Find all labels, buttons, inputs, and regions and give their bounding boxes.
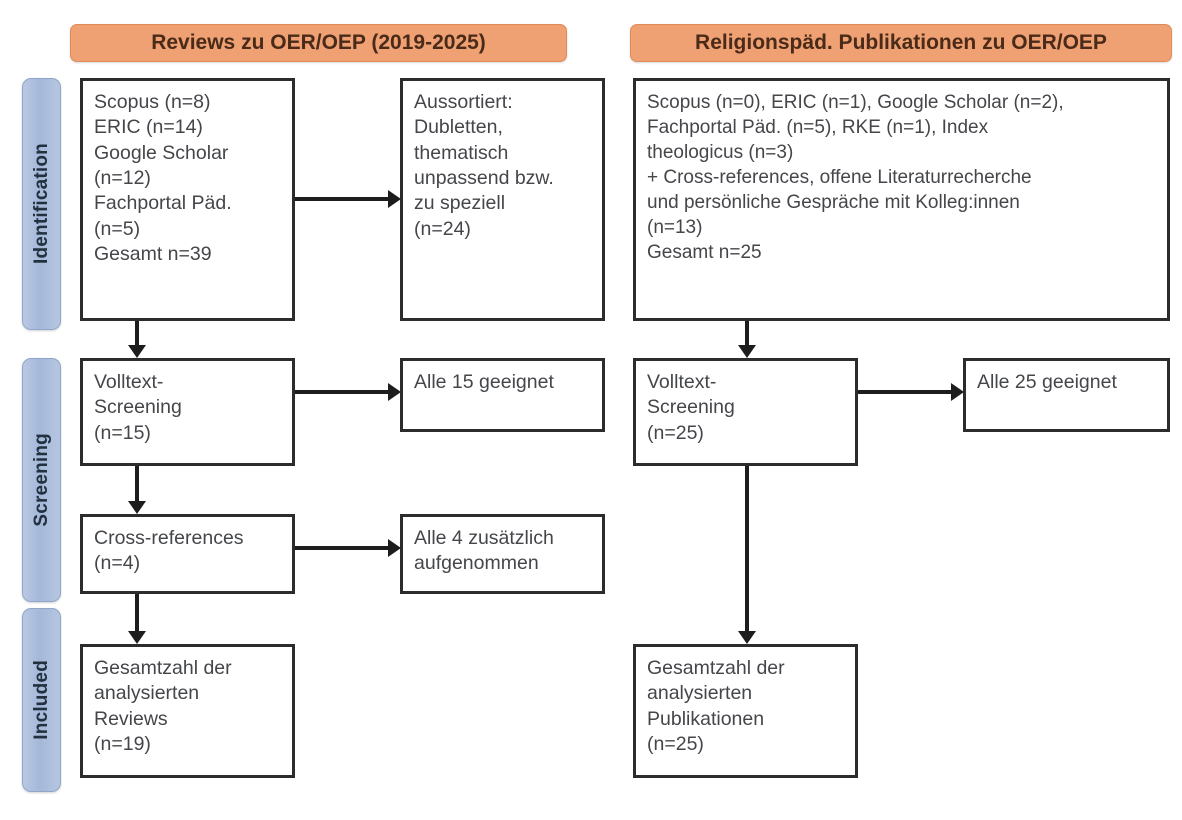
box-left-excluded: Aussortiert: Dubletten, thematisch unpas… <box>400 78 605 321</box>
column-header-religionspaed: Religionspäd. Publikationen zu OER/OEP <box>630 24 1172 62</box>
connector-right-sources-to-screening <box>745 321 749 350</box>
phase-bar-identification: Identification <box>22 78 61 330</box>
connector-left-crossrefs-to-result <box>295 546 388 550</box>
connector-right-screening-to-included <box>745 466 749 636</box>
box-left-fulltext-result: Alle 15 geeignet <box>400 358 605 432</box>
arrowhead-right-screening-to-result <box>951 383 964 401</box>
box-left-fulltext-screening-text: Volltext- Screening (n=15) <box>94 371 182 444</box>
connector-left-crossrefs-to-included <box>135 594 139 636</box>
connector-left-screening-to-result <box>295 390 388 394</box>
phase-label-identification: Identification <box>30 143 52 265</box>
box-left-excluded-text: Aussortiert: Dubletten, thematisch unpas… <box>414 91 554 240</box>
box-left-crossrefs: Cross-references (n=4) <box>80 514 295 594</box>
phase-label-included: Included <box>30 660 52 740</box>
box-right-fulltext-screening: Volltext- Screening (n=25) <box>633 358 858 466</box>
box-left-fulltext-result-text: Alle 15 geeignet <box>414 371 554 393</box>
box-right-fulltext-result: Alle 25 geeignet <box>963 358 1170 432</box>
connector-right-screening-to-result <box>858 390 951 394</box>
connector-left-sources-to-excluded <box>295 197 388 201</box>
box-left-crossrefs-result: Alle 4 zusätzlich aufgenommen <box>400 514 605 594</box>
box-left-identification-sources-text: Scopus (n=8) ERIC (n=14) Google Scholar … <box>94 91 232 266</box>
box-left-crossrefs-text: Cross-references (n=4) <box>94 527 244 575</box>
phase-bar-included: Included <box>22 608 61 792</box>
arrowhead-left-crossrefs-to-included <box>128 631 146 644</box>
box-left-included: Gesamtzahl der analysierten Reviews (n=1… <box>80 644 295 778</box>
column-header-reviews-label: Reviews zu OER/OEP (2019-2025) <box>151 31 486 54</box>
box-left-identification-sources: Scopus (n=8) ERIC (n=14) Google Scholar … <box>80 78 295 321</box>
box-right-identification-sources-text: Scopus (n=0), ERIC (n=1), Google Scholar… <box>647 92 1064 264</box>
column-header-religionspaed-label: Religionspäd. Publikationen zu OER/OEP <box>695 31 1107 54</box>
box-right-fulltext-screening-text: Volltext- Screening (n=25) <box>647 371 735 444</box>
box-right-identification-sources: Scopus (n=0), ERIC (n=1), Google Scholar… <box>633 78 1170 321</box>
phase-bar-screening: Screening <box>22 358 61 602</box>
box-right-fulltext-result-text: Alle 25 geeignet <box>977 371 1117 393</box>
connector-left-sources-to-screening <box>135 321 139 350</box>
arrowhead-left-sources-to-excluded <box>388 190 401 208</box>
arrowhead-right-sources-to-screening <box>738 345 756 358</box>
arrowhead-right-screening-to-included <box>738 631 756 644</box>
arrowhead-left-crossrefs-to-result <box>388 539 401 557</box>
box-left-fulltext-screening: Volltext- Screening (n=15) <box>80 358 295 466</box>
connector-left-screening-to-crossrefs <box>135 466 139 506</box>
box-right-included: Gesamtzahl der analysierten Publikatione… <box>633 644 858 778</box>
column-header-reviews: Reviews zu OER/OEP (2019-2025) <box>70 24 567 62</box>
box-left-crossrefs-result-text: Alle 4 zusätzlich aufgenommen <box>414 527 554 575</box>
box-left-included-text: Gesamtzahl der analysierten Reviews (n=1… <box>94 657 232 756</box>
arrowhead-left-screening-to-crossrefs <box>128 501 146 514</box>
arrowhead-left-sources-to-screening <box>128 345 146 358</box>
arrowhead-left-screening-to-result <box>388 383 401 401</box>
box-right-included-text: Gesamtzahl der analysierten Publikatione… <box>647 657 785 756</box>
phase-label-screening: Screening <box>30 433 52 527</box>
